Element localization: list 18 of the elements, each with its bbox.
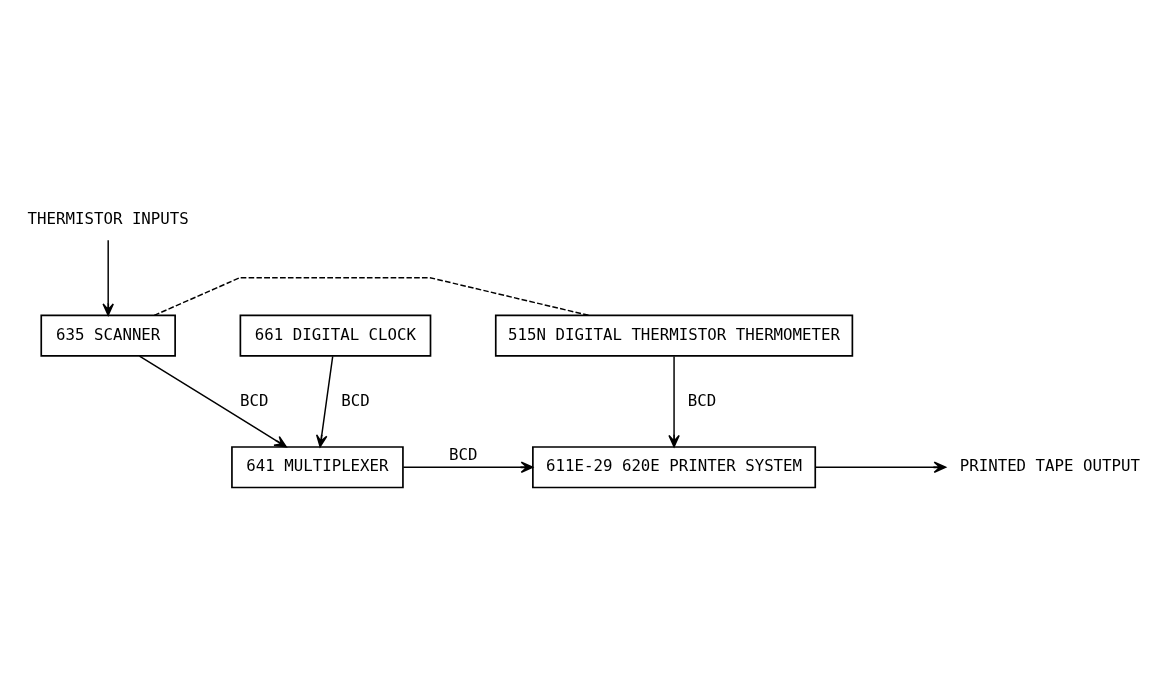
node-box: 635 SCANNER: [40, 314, 176, 357]
node-text: THERMISTOR INPUTS: [27, 208, 189, 228]
connector: [153, 276, 590, 317]
arrow: [668, 355, 680, 448]
arrow: [102, 239, 114, 316]
arrow: [138, 355, 287, 448]
edge-label: BCD: [341, 390, 370, 410]
node-box: 641 MULTIPLEXER: [231, 446, 404, 489]
node-text: PRINTED TAPE OUTPUT: [959, 456, 1140, 476]
node-box: 661 DIGITAL CLOCK: [239, 314, 432, 357]
edge-label: BCD: [448, 444, 478, 464]
arrow: [315, 355, 334, 448]
edge-label: BCD: [239, 390, 269, 410]
node-box: 515N DIGITAL THERMISTOR THERMOMETER: [494, 314, 854, 357]
arrow: [402, 461, 534, 474]
node-box: 611E-29 620E PRINTER SYSTEM: [532, 446, 817, 489]
arrow: [814, 461, 947, 474]
edge-label: BCD: [687, 390, 717, 410]
